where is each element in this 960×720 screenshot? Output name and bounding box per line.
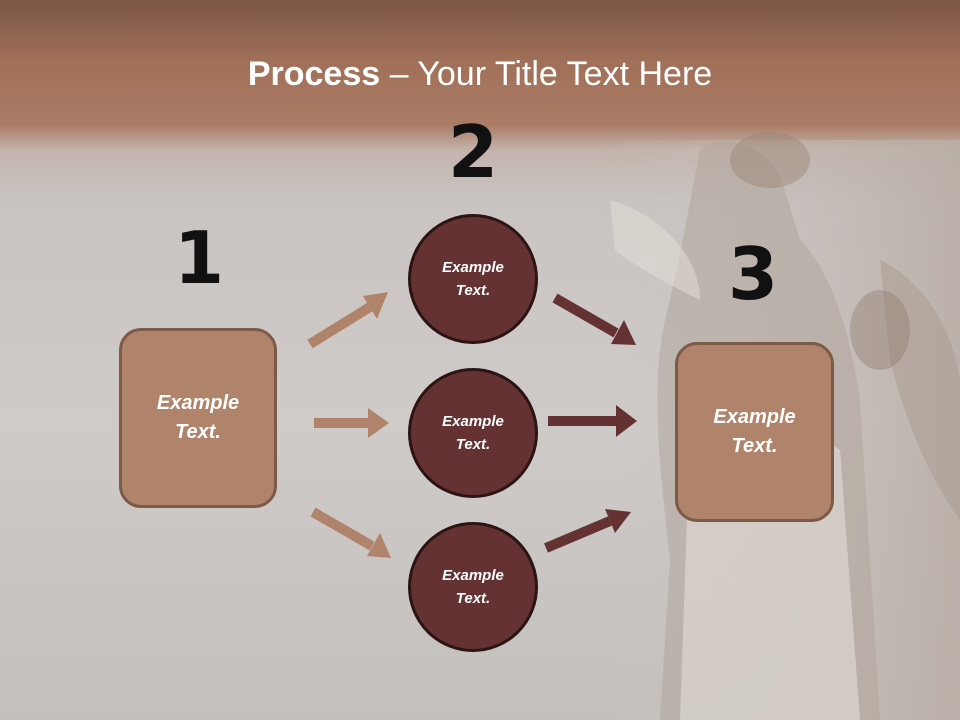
- arrow-from-circle-middle: [548, 405, 637, 437]
- arrow-from-circle-bottom: [544, 509, 631, 553]
- step-number-1: 1: [173, 216, 225, 300]
- arrow-to-circle-bottom: [310, 507, 391, 558]
- arrow-to-circle-top: [307, 292, 388, 349]
- circle-node-middle[interactable]: Example Text.: [408, 368, 538, 498]
- circle-middle-label: Example Text.: [442, 413, 504, 453]
- circle-node-bottom[interactable]: Example Text.: [408, 522, 538, 652]
- arrow-to-circle-middle: [314, 408, 389, 438]
- circle-node-top[interactable]: Example Text.: [408, 214, 538, 344]
- slide-title: Process – Your Title Text Here: [0, 52, 960, 96]
- circle-bottom-label: Example Text.: [442, 567, 504, 607]
- left-process-box[interactable]: Example Text.: [119, 328, 277, 508]
- step-number-3: 3: [727, 232, 779, 316]
- title-bold: Process: [247, 55, 381, 93]
- arrow-from-circle-top: [552, 293, 636, 345]
- left-box-label: Example Text.: [156, 392, 240, 443]
- right-box-label: Example Text.: [713, 406, 796, 457]
- title-rest: – Your Title Text Here: [380, 55, 713, 93]
- right-process-box[interactable]: Example Text.: [675, 342, 834, 522]
- circle-top-label: Example Text.: [442, 259, 504, 299]
- step-number-2: 2: [447, 110, 499, 194]
